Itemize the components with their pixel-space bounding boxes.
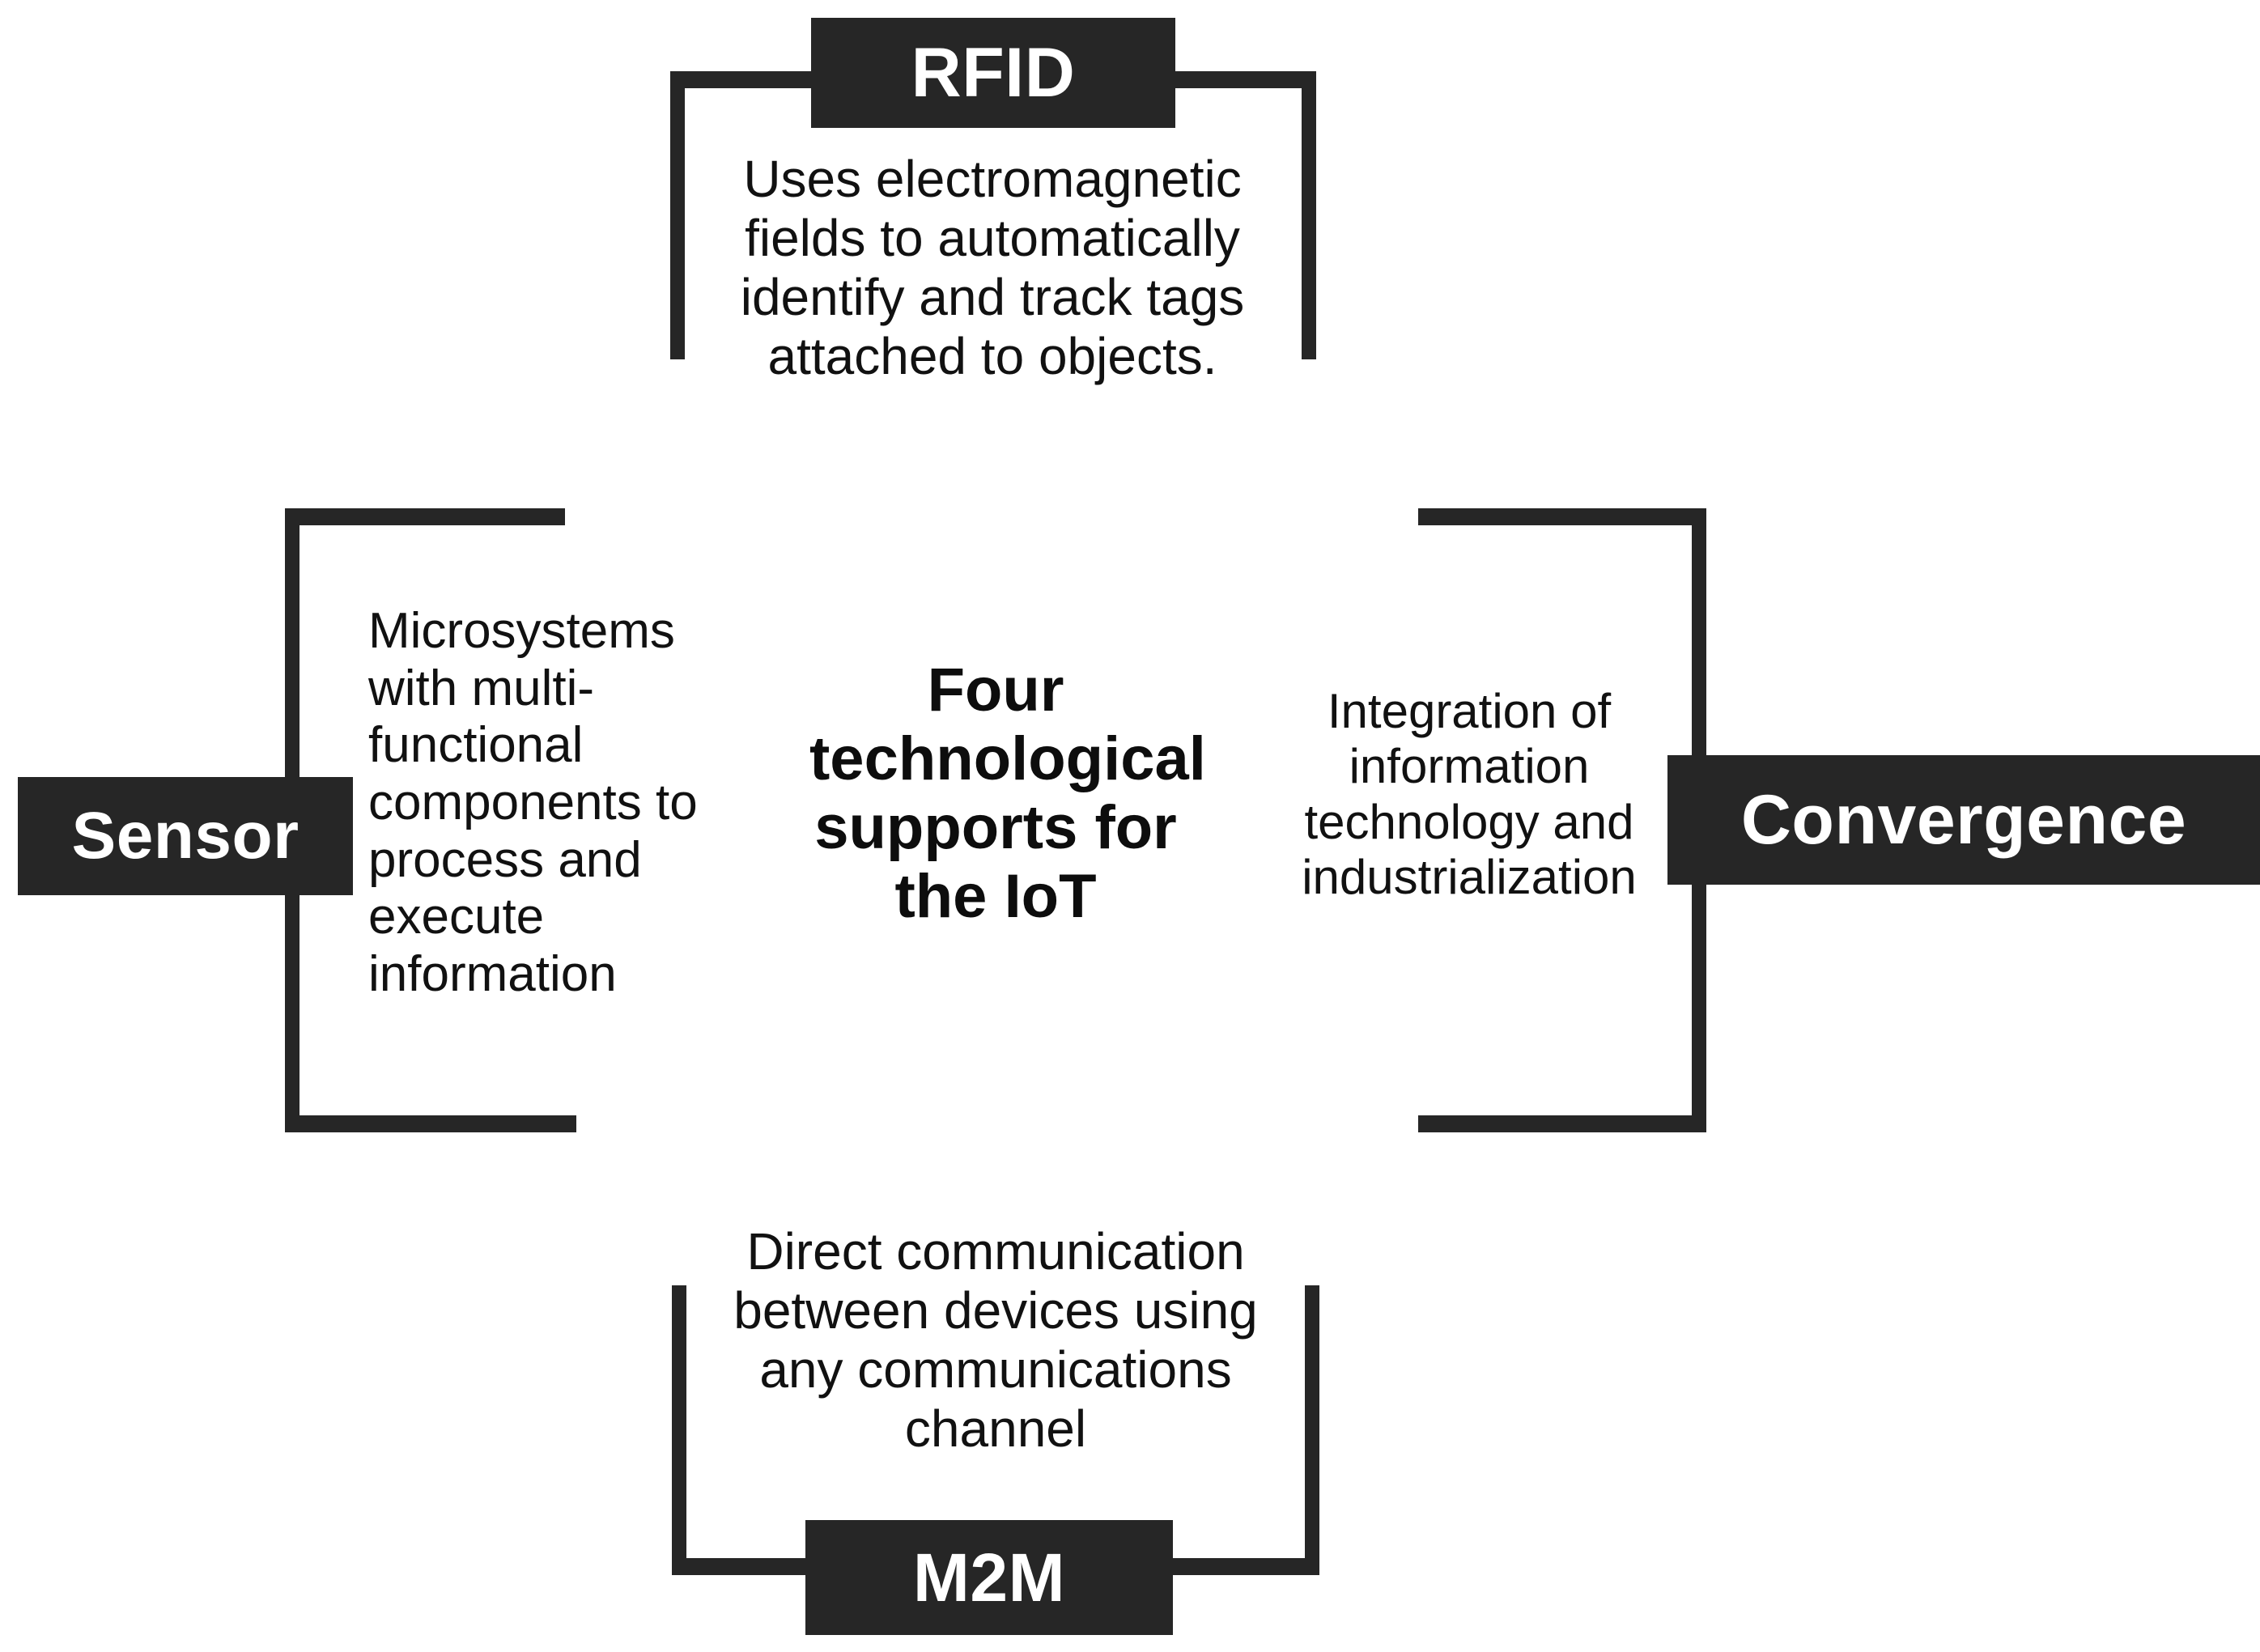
m2m-bracket-right-leg — [1305, 1285, 1319, 1575]
convergence-bracket-bottom-arm — [1418, 1115, 1706, 1132]
node-label-convergence[interactable]: Convergence — [1667, 755, 2260, 885]
rfid-bracket-right-leg — [1302, 71, 1316, 359]
rfid-bracket-left-leg — [670, 71, 685, 359]
center-statement: Four technological supports for the IoT — [809, 656, 1206, 932]
convergence-bracket-top-arm — [1418, 508, 1706, 525]
m2m-bracket-left-leg — [672, 1285, 686, 1575]
node-description-rfid: Uses electromagnetic fields to automatic… — [740, 150, 1245, 385]
node-label-sensor[interactable]: Sensor — [18, 777, 353, 895]
node-description-m2m: Direct communication between devices usi… — [733, 1222, 1258, 1458]
sensor-bracket-top-arm — [285, 508, 565, 525]
node-label-m2m[interactable]: M2M — [805, 1520, 1173, 1635]
sensor-bracket-bottom-arm — [285, 1115, 576, 1132]
node-description-convergence: Integration of information technology an… — [1302, 684, 1637, 905]
node-description-sensor: Microsystems with multi- functional comp… — [368, 603, 698, 1003]
node-label-rfid[interactable]: RFID — [811, 18, 1175, 128]
